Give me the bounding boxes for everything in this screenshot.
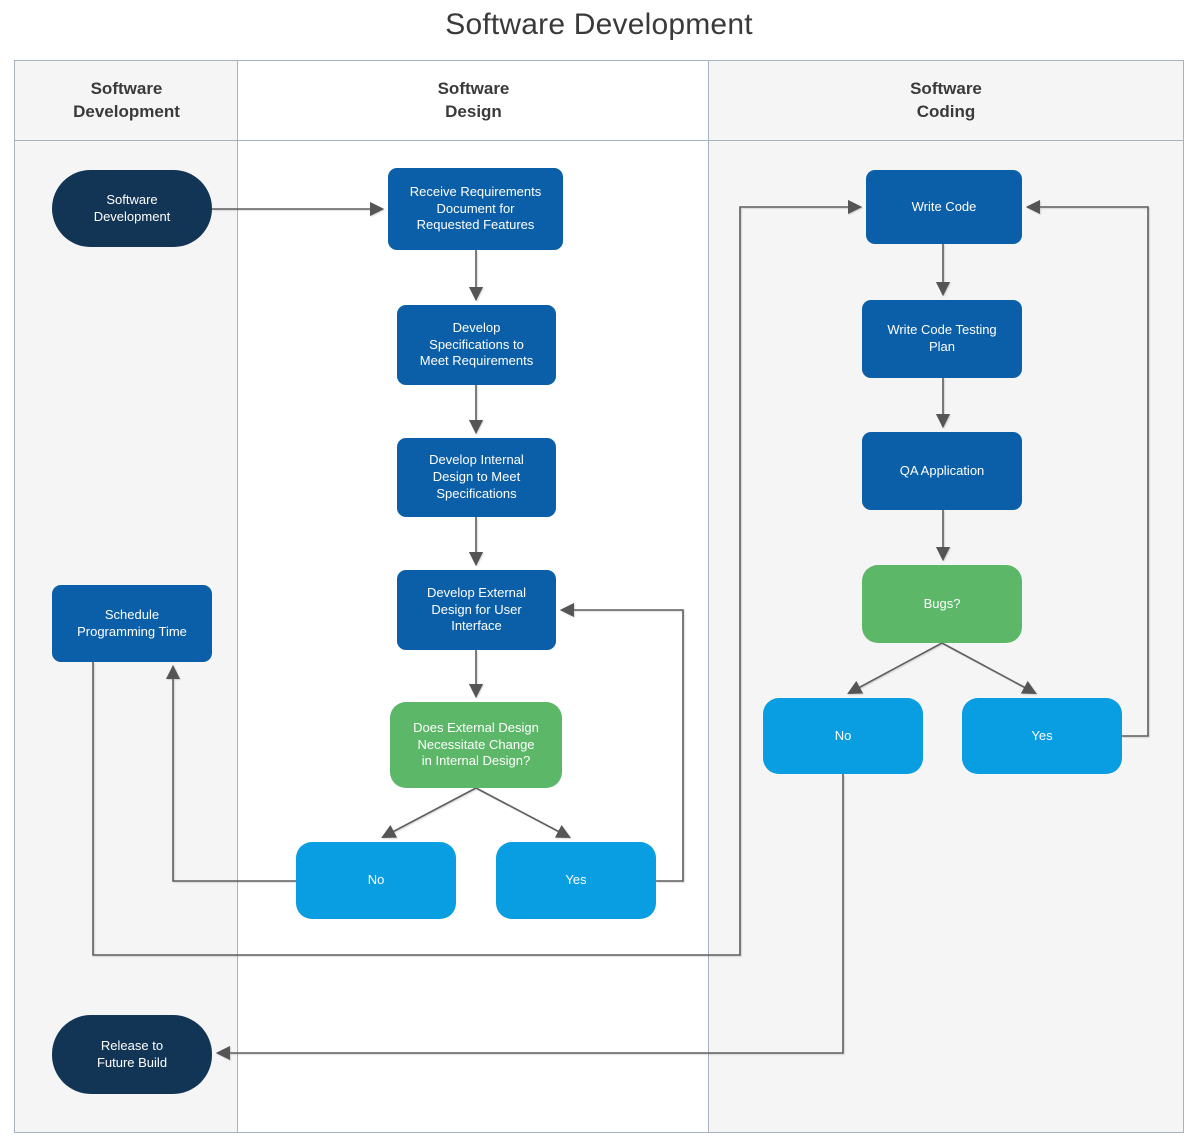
node-label: Bugs? [923, 595, 961, 611]
lane-header-software-development: Software Development [73, 79, 180, 121]
node-label: No [834, 727, 852, 743]
lane-header-software-coding: Software Coding [910, 79, 982, 121]
node-label: No [367, 872, 385, 888]
node-label: Software Development [93, 191, 171, 224]
node-label: Receive Requirements Document for Reques… [409, 183, 542, 233]
node-label: Develop Internal Design to Meet Specific… [429, 452, 524, 501]
node-label: Develop External Design for User Interfa… [427, 584, 526, 634]
lane-header-row [15, 61, 1183, 141]
node-develop-internal-design: Develop Internal Design to Meet Specific… [397, 438, 556, 517]
node-label: Write Code [911, 198, 977, 214]
node-bugs-yes: Yes [962, 698, 1122, 774]
node-write-code-testing-plan: Write Code Testing Plan [862, 300, 1022, 378]
node-label: Schedule Programming Time [77, 606, 187, 639]
node-design-no: No [296, 842, 456, 919]
node-label: Yes [565, 872, 587, 888]
node-bugs-decision: Bugs? [862, 565, 1022, 643]
node-design-change-decision: Does External Design Necessitate Change … [390, 702, 562, 788]
node-qa-application: QA Application [862, 432, 1022, 510]
node-label: Release to Future Build [96, 1037, 168, 1070]
node-develop-external-design: Develop External Design for User Interfa… [397, 570, 556, 650]
node-label: Does External Design Necessitate Change … [413, 719, 539, 769]
node-label: Write Code Testing Plan [887, 322, 997, 354]
node-write-code: Write Code [866, 170, 1022, 244]
node-release-to-future-build: Release to Future Build [52, 1015, 212, 1094]
node-label: Develop Specifications to Meet Requireme… [419, 319, 534, 369]
node-start-software-development: Software Development [52, 170, 212, 247]
node-bugs-no: No [763, 698, 923, 774]
node-receive-requirements: Receive Requirements Document for Reques… [388, 168, 563, 250]
lane-header-software-design: Software Design [437, 79, 510, 121]
node-develop-specifications: Develop Specifications to Meet Requireme… [397, 305, 556, 385]
node-schedule-programming-time: Schedule Programming Time [52, 585, 212, 662]
node-label: QA Application [899, 462, 985, 478]
node-label: Yes [1031, 727, 1053, 743]
node-design-yes: Yes [496, 842, 656, 919]
diagram-title: Software Development [445, 8, 753, 41]
